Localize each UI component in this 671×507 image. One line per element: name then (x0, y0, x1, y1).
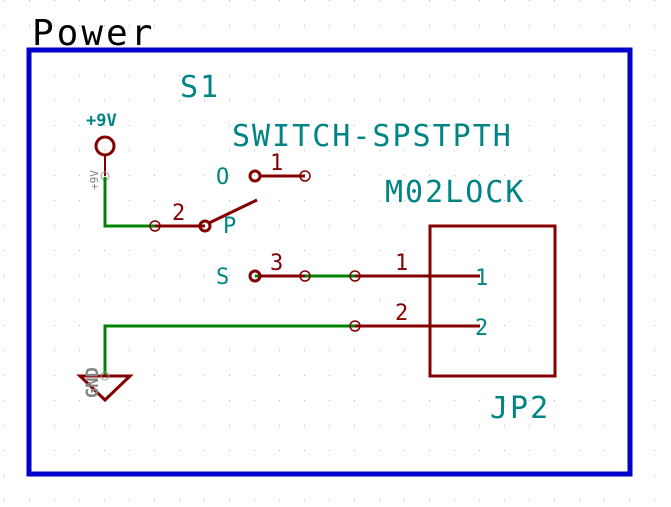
gnd-hidden-label: GND (83, 367, 103, 398)
switch-pin-o-number: 1 (270, 151, 283, 176)
connector-pin1-outer-number: 1 (395, 251, 408, 276)
sheet-border (26, 47, 633, 477)
connector-value: M02LOCK (385, 175, 525, 210)
switch-lever (208, 198, 258, 225)
switch-s1[interactable]: 2 P 1 O 3 S (149, 151, 311, 290)
switch-pin-p-number: 2 (172, 201, 185, 226)
switch-pin-s-name: S (216, 265, 229, 290)
switch-ref: S1 (180, 70, 220, 105)
gnd-symbol[interactable]: GND (76, 367, 134, 403)
switch-pin-o-name: O (216, 165, 229, 190)
switch-pin-p-name: P (223, 214, 236, 239)
wire-gnd-to-connector (103, 324, 355, 376)
sheet-title: Power (32, 13, 155, 54)
switch-pin-s-number: 3 (270, 251, 283, 276)
connector-pin2-outer-number: 2 (395, 301, 408, 326)
connector-pin1-inner-number: 1 (475, 266, 488, 291)
switch-value: SWITCH-SPSTPTH (232, 119, 513, 154)
connector-pin2-inner-number: 2 (475, 316, 488, 341)
wire-9v-to-pin2 (103, 177, 155, 228)
connector-body (428, 224, 557, 378)
connector-ref: JP2 (490, 391, 550, 426)
gnd-triangle (76, 374, 134, 403)
connector-jp2[interactable]: M02LOCK 1 1 2 2 JP2 (349, 175, 557, 426)
power-9v-hidden-label: +9V (88, 170, 101, 190)
power-9v-label: +9V (86, 111, 117, 131)
